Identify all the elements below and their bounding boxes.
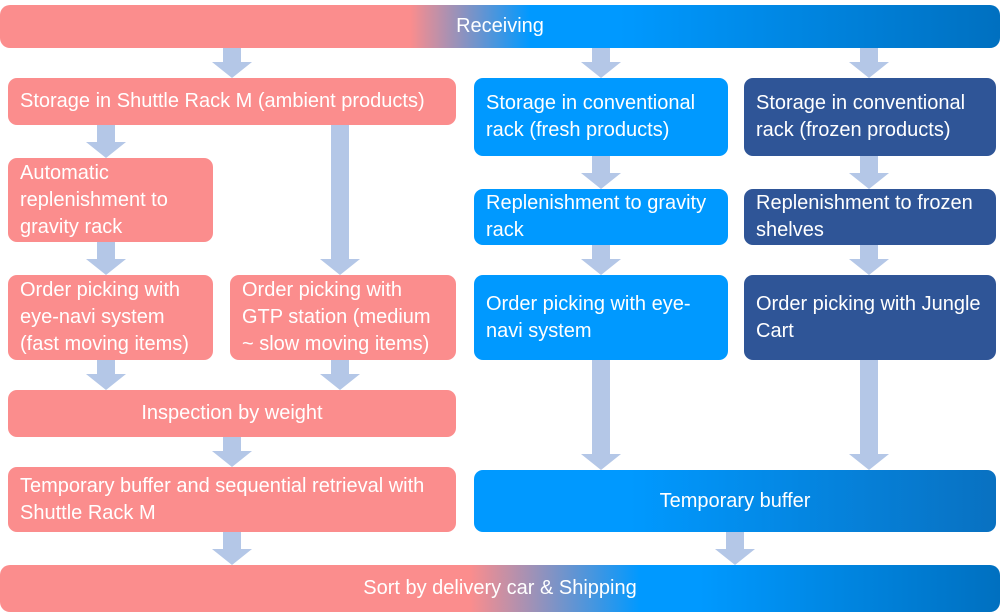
node-replenishment-frozen-shelves: Replenishment to frozen shelves bbox=[744, 189, 996, 245]
node-label: Automatic replenishment to gravity rack bbox=[20, 161, 168, 238]
node-label: Inspection by weight bbox=[141, 402, 323, 424]
down-arrow-icon bbox=[581, 360, 621, 470]
node-automatic-replenishment: Automatic replenishment to gravity rack bbox=[8, 158, 213, 242]
down-arrow-icon bbox=[86, 125, 126, 158]
down-arrow-icon bbox=[86, 242, 126, 275]
node-storage-shuttle-rack: Storage in Shuttle Rack M (ambient produ… bbox=[8, 78, 456, 125]
node-temp-buffer-shuttle-rack: Temporary buffer and sequential retrieva… bbox=[8, 467, 456, 532]
node-temporary-buffer: Temporary buffer bbox=[474, 470, 996, 532]
down-arrow-icon bbox=[581, 156, 621, 189]
down-arrow-icon bbox=[715, 532, 755, 565]
down-arrow-icon bbox=[320, 125, 360, 275]
node-label: Temporary buffer and sequential retrieva… bbox=[20, 474, 425, 524]
node-storage-frozen: Storage in conventional rack (frozen pro… bbox=[744, 78, 996, 156]
down-arrow-icon bbox=[849, 156, 889, 189]
node-order-picking-eyenavi-fast: Order picking with eye-navi system (fast… bbox=[8, 275, 213, 360]
down-arrow-icon bbox=[320, 360, 360, 390]
node-storage-fresh: Storage in conventional rack (fresh prod… bbox=[474, 78, 728, 156]
node-label: Order picking with eye-navi system (fast… bbox=[20, 279, 189, 355]
node-label: Storage in conventional rack (fresh prod… bbox=[486, 92, 696, 141]
node-label: Receiving bbox=[456, 15, 544, 37]
down-arrow-icon bbox=[849, 245, 889, 275]
node-label: Replenishment to gravity rack bbox=[486, 192, 707, 241]
down-arrow-icon bbox=[581, 48, 621, 78]
down-arrow-icon bbox=[212, 437, 252, 467]
node-label: Temporary buffer bbox=[659, 489, 811, 512]
down-arrow-icon bbox=[212, 532, 252, 565]
down-arrow-icon bbox=[581, 245, 621, 275]
node-order-picking-jungle-cart: Order picking with Jungle Cart bbox=[744, 275, 996, 360]
down-arrow-icon bbox=[212, 48, 252, 78]
down-arrow-icon bbox=[849, 48, 889, 78]
down-arrow-icon bbox=[849, 360, 889, 470]
node-label: Order picking with GTP station (medium ~… bbox=[242, 279, 431, 355]
down-arrow-icon bbox=[86, 360, 126, 390]
node-order-picking-gtp: Order picking with GTP station (medium ~… bbox=[230, 275, 456, 360]
node-receiving: Receiving bbox=[0, 5, 1000, 48]
node-label: Storage in conventional rack (frozen pro… bbox=[756, 92, 966, 141]
node-inspection-by-weight: Inspection by weight bbox=[8, 390, 456, 437]
node-label: Order picking with Jungle Cart bbox=[756, 292, 981, 342]
node-label: Replenishment to frozen shelves bbox=[756, 192, 973, 241]
node-label: Sort by delivery car & Shipping bbox=[363, 577, 637, 599]
node-sort-shipping: Sort by delivery car & Shipping bbox=[0, 565, 1000, 612]
node-order-picking-eyenavi: Order picking with eye-navi system bbox=[474, 275, 728, 360]
node-label: Storage in Shuttle Rack M (ambient produ… bbox=[20, 90, 425, 112]
node-replenishment-gravity-rack: Replenishment to gravity rack bbox=[474, 189, 728, 245]
node-label: Order picking with eye-navi system bbox=[486, 292, 691, 342]
